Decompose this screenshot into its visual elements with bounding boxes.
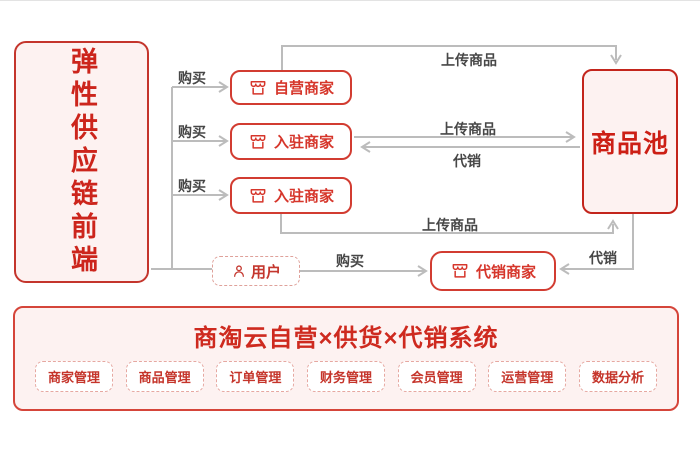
arrowhead-upload-mid xyxy=(565,131,576,143)
store-icon xyxy=(450,261,470,281)
module-order-mgmt: 订单管理 xyxy=(216,361,295,392)
product-pool-label: 商品池 xyxy=(590,129,669,158)
module-product-mgmt: 商品管理 xyxy=(125,361,204,392)
module-finance-mgmt: 财务管理 xyxy=(306,361,385,392)
module-operation-mgmt: 运营管理 xyxy=(488,361,567,392)
line-upload-top xyxy=(281,45,617,70)
edge-label-buy-2: 购买 xyxy=(178,124,206,140)
module-row: 商家管理 商品管理 订单管理 财务管理 会员管理 运营管理 数据分析 xyxy=(35,361,657,392)
merchant-label: 自营商家 xyxy=(273,80,334,97)
edge-label-upload-mid: 上传商品 xyxy=(440,121,496,137)
module-data-analysis: 数据分析 xyxy=(578,361,657,392)
line-upload-bottom xyxy=(280,214,614,234)
node-settled-merchant-2: 入驻商家 xyxy=(230,177,352,214)
consignment-label: 代销商家 xyxy=(475,263,536,281)
merchant-label: 入驻商家 xyxy=(273,134,334,151)
node-consignment-merchant: 代销商家 xyxy=(430,251,556,291)
store-icon xyxy=(248,186,268,206)
system-title: 商淘云自营×供货×代销系统 xyxy=(193,325,499,352)
edge-label-upload-top: 上传商品 xyxy=(441,52,497,68)
node-user: 用户 xyxy=(212,256,300,286)
arrowhead-consign-mid xyxy=(360,141,371,153)
store-icon xyxy=(248,78,268,98)
arrowhead-user-buy xyxy=(417,265,428,277)
edge-label-buy-3: 购买 xyxy=(178,178,206,194)
arrowhead-upload-top xyxy=(610,54,622,65)
module-member-mgmt: 会员管理 xyxy=(397,361,476,392)
store-icon xyxy=(248,132,268,152)
edge-label-consign-mid: 代销 xyxy=(453,153,481,169)
arrowhead-consign-return xyxy=(559,263,570,275)
node-product-pool: 商品池 xyxy=(582,69,678,214)
system-panel: 商淘云自营×供货×代销系统 商家管理 商品管理 订单管理 财务管理 会员管理 运… xyxy=(13,306,679,411)
arrowhead-upload-bottom xyxy=(607,219,619,230)
supply-chain-frontend-label: 弹性供应链前端 xyxy=(67,46,97,278)
person-icon xyxy=(231,263,247,279)
edge-label-user-buy: 购买 xyxy=(336,253,364,269)
edge-label-consign-return: 代销 xyxy=(589,250,617,266)
arrowhead-buy-2 xyxy=(218,135,229,147)
user-label: 用户 xyxy=(250,263,281,281)
node-self-operated-merchant: 自营商家 xyxy=(230,70,352,105)
arrowhead-buy-1 xyxy=(218,81,229,93)
merchant-label: 入驻商家 xyxy=(273,188,334,205)
module-merchant-mgmt: 商家管理 xyxy=(35,361,114,392)
arrowhead-buy-3 xyxy=(218,189,229,201)
node-supply-chain-frontend: 弹性供应链前端 xyxy=(14,41,149,283)
line-consign-return xyxy=(563,214,634,270)
node-settled-merchant-1: 入驻商家 xyxy=(230,123,352,160)
edge-label-upload-bottom: 上传商品 xyxy=(422,217,478,233)
edge-label-buy-1: 购买 xyxy=(178,70,206,86)
